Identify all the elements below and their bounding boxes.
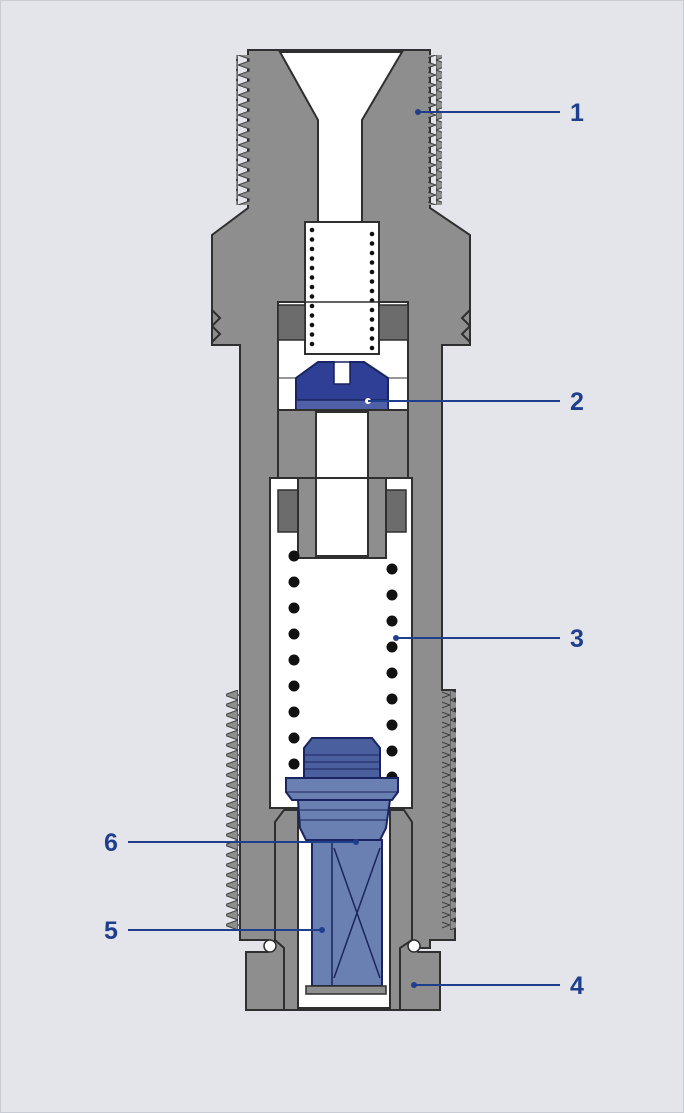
- callout-1-label: 1: [570, 99, 584, 127]
- main-spring-coil: [288, 550, 300, 562]
- upper-spring-coil: [369, 326, 375, 332]
- upper-spring-coil: [309, 265, 315, 271]
- upper-spring-coil: [309, 313, 315, 318]
- upper-spring-coil: [309, 294, 315, 299]
- main-spring-coil: [288, 602, 300, 614]
- lower-thread-right: [442, 690, 456, 930]
- valve-stem: [333, 361, 351, 385]
- upper-spring-coil: [369, 279, 375, 284]
- seat-ring-right: [378, 304, 409, 341]
- upper-spring-coil: [369, 307, 375, 313]
- upper-spring-coil: [309, 227, 315, 233]
- main-spring-coil: [386, 589, 398, 601]
- collar-groove-left: [211, 309, 222, 343]
- callout-5-label: 5: [104, 917, 118, 945]
- main-spring-coil: [288, 732, 300, 744]
- callout-6-label: 6: [104, 829, 118, 857]
- nut-notch-right: [407, 939, 421, 953]
- upper-spring-coil: [369, 231, 375, 237]
- upper-spring-coil: [369, 250, 375, 256]
- main-spring-coil: [288, 654, 300, 666]
- main-spring-coil: [288, 576, 300, 588]
- upper-spring-coil: [309, 275, 315, 280]
- upper-spring-coil: [369, 269, 375, 275]
- callout-5: 5: [104, 917, 325, 945]
- seat-ring-left: [277, 304, 306, 341]
- armature-flange: [285, 777, 399, 801]
- upper-spring-coil: [309, 256, 315, 261]
- armature-ribs: [304, 754, 380, 770]
- upper-spring-coil: [369, 317, 375, 322]
- main-spring-coil: [288, 680, 300, 692]
- lower-thread-left: [226, 690, 240, 930]
- callout-3: 3: [393, 625, 584, 653]
- upper-spring-coil: [309, 284, 315, 290]
- main-spring-coil: [386, 615, 398, 627]
- main-spring: [288, 550, 398, 783]
- main-spring-coil: [288, 628, 300, 640]
- coil-base: [305, 985, 387, 995]
- upper-spring-coil: [309, 332, 315, 337]
- upper-bore: [304, 221, 380, 355]
- nut-notch-left: [263, 939, 277, 953]
- collar-groove-right: [460, 309, 471, 343]
- callout-4: 4: [411, 972, 584, 1000]
- armature-cap: [303, 737, 381, 779]
- upper-spring-coil: [369, 241, 375, 246]
- main-spring-coil: [288, 758, 300, 770]
- guide-tube-bore: [315, 477, 369, 557]
- upper-spring: [309, 227, 375, 351]
- main-spring-coil: [386, 563, 398, 575]
- upper-spring-coil: [309, 303, 315, 309]
- upper-spring-coil: [309, 237, 315, 242]
- upper-spring-coil: [309, 246, 315, 252]
- upper-spring-coil: [369, 336, 375, 341]
- callout-1: 1: [415, 99, 584, 127]
- upper-spring-coil: [369, 345, 375, 351]
- main-spring-coil: [386, 719, 398, 731]
- main-spring-coil: [288, 706, 300, 718]
- upper-thread-right: [428, 55, 442, 205]
- upper-spring-coil: [309, 341, 315, 347]
- main-spring-coil: [386, 745, 398, 757]
- callout-6: 6: [104, 829, 359, 857]
- main-spring-coil: [386, 693, 398, 705]
- callout-4-label: 4: [570, 972, 584, 1000]
- callout-3-label: 3: [570, 625, 584, 653]
- upper-spring-coil: [369, 288, 375, 294]
- upper-spring-coil: [369, 260, 375, 265]
- upper-spring-coil: [309, 322, 315, 328]
- coil-cross-mark: [333, 847, 381, 979]
- main-spring-coil: [386, 667, 398, 679]
- coil-neck-ribs: [300, 809, 388, 821]
- callout-2: 2: [365, 388, 584, 416]
- upper-thread-left: [236, 55, 250, 205]
- solenoid-coil: [311, 839, 383, 987]
- callout-2-label: 2: [570, 388, 584, 416]
- main-spring-coil: [386, 641, 398, 653]
